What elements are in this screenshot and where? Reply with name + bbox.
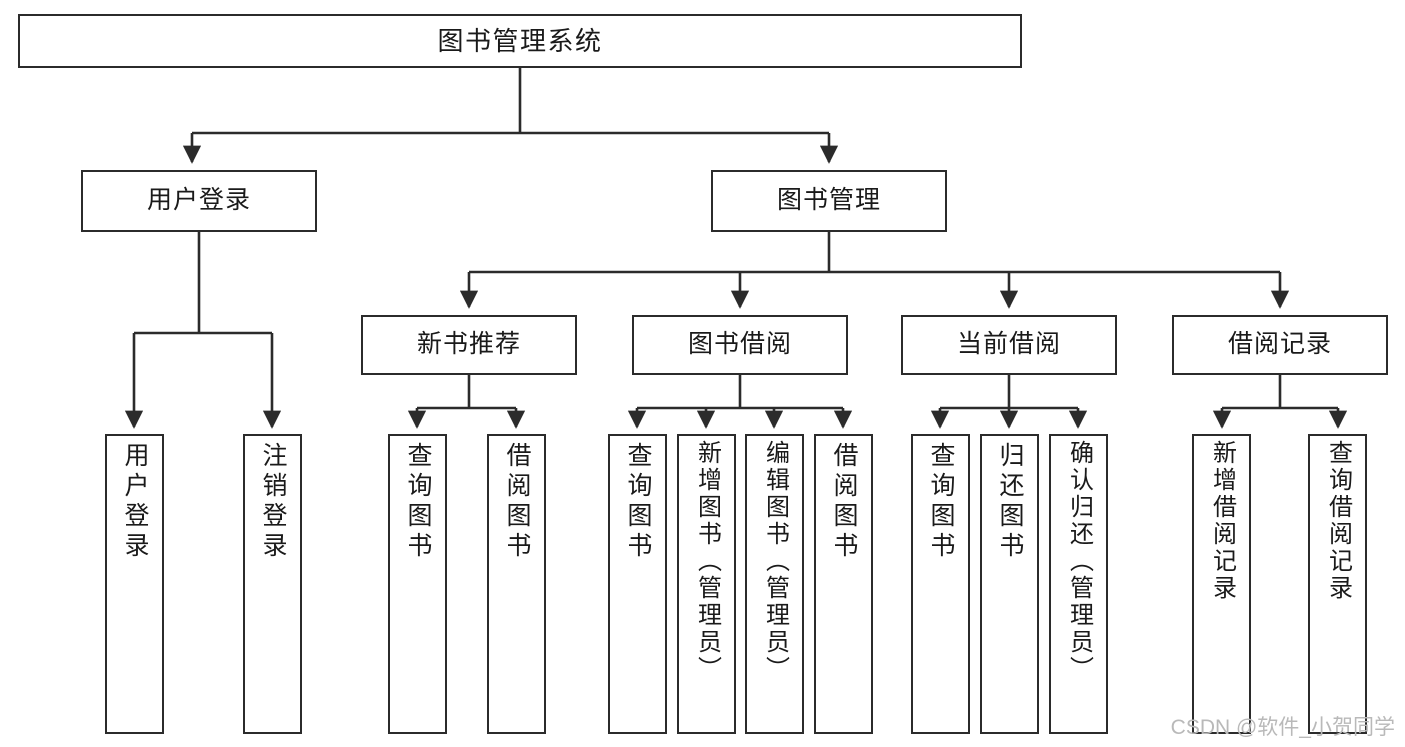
node-new-book-recommend[interactable]: 新书推荐: [361, 315, 577, 375]
leaf-confirm-return-admin[interactable]: 确认归还（管理员）: [1049, 434, 1108, 734]
node-label: 图书借阅: [687, 330, 792, 359]
node-label: 归还图书: [996, 442, 1024, 562]
node-label: 新书推荐: [416, 330, 521, 359]
node-root-system[interactable]: 图书管理系统: [18, 14, 1022, 68]
node-label: 借阅记录: [1227, 330, 1332, 359]
node-borrow-record[interactable]: 借阅记录: [1172, 315, 1388, 375]
leaf-add-book-admin[interactable]: 新增图书（管理员）: [677, 434, 736, 734]
node-user-login[interactable]: 用户登录: [81, 170, 317, 232]
leaf-logout[interactable]: 注销登录: [243, 434, 302, 734]
node-label: 当前借阅: [956, 330, 1061, 359]
node-label: 借阅图书: [830, 442, 858, 562]
node-label: 查询借阅记录: [1324, 440, 1352, 602]
node-label: 新增借阅记录: [1208, 440, 1236, 602]
node-label: 确认归还（管理员）: [1065, 440, 1093, 683]
leaf-borrow-book-recommend[interactable]: 借阅图书: [487, 434, 546, 734]
node-label: 新增图书（管理员）: [693, 440, 721, 683]
leaf-query-book-borrow[interactable]: 查询图书: [608, 434, 667, 734]
watermark-text: CSDN @软件_小贺同学: [1170, 716, 1395, 739]
node-label: 查询图书: [624, 442, 652, 562]
node-book-borrow[interactable]: 图书借阅: [632, 315, 848, 375]
node-label: 用户登录: [146, 186, 251, 215]
node-current-borrow[interactable]: 当前借阅: [901, 315, 1117, 375]
leaf-query-borrow-record[interactable]: 查询借阅记录: [1308, 434, 1367, 734]
leaf-add-borrow-record[interactable]: 新增借阅记录: [1192, 434, 1251, 734]
leaf-query-book-recommend[interactable]: 查询图书: [388, 434, 447, 734]
node-label: 查询图书: [404, 442, 432, 562]
leaf-query-book-current[interactable]: 查询图书: [911, 434, 970, 734]
node-label: 编辑图书（管理员）: [761, 440, 789, 683]
node-label: 用户登录: [121, 442, 149, 562]
leaf-return-book[interactable]: 归还图书: [980, 434, 1039, 734]
node-label: 图书管理: [776, 186, 881, 215]
leaf-borrow-book[interactable]: 借阅图书: [814, 434, 873, 734]
node-label: 注销登录: [259, 442, 287, 562]
node-label: 图书管理系统: [437, 25, 603, 56]
node-label: 查询图书: [927, 442, 955, 562]
node-book-management[interactable]: 图书管理: [711, 170, 947, 232]
leaf-user-login[interactable]: 用户登录: [105, 434, 164, 734]
node-label: 借阅图书: [503, 442, 531, 562]
leaf-edit-book-admin[interactable]: 编辑图书（管理员）: [745, 434, 804, 734]
